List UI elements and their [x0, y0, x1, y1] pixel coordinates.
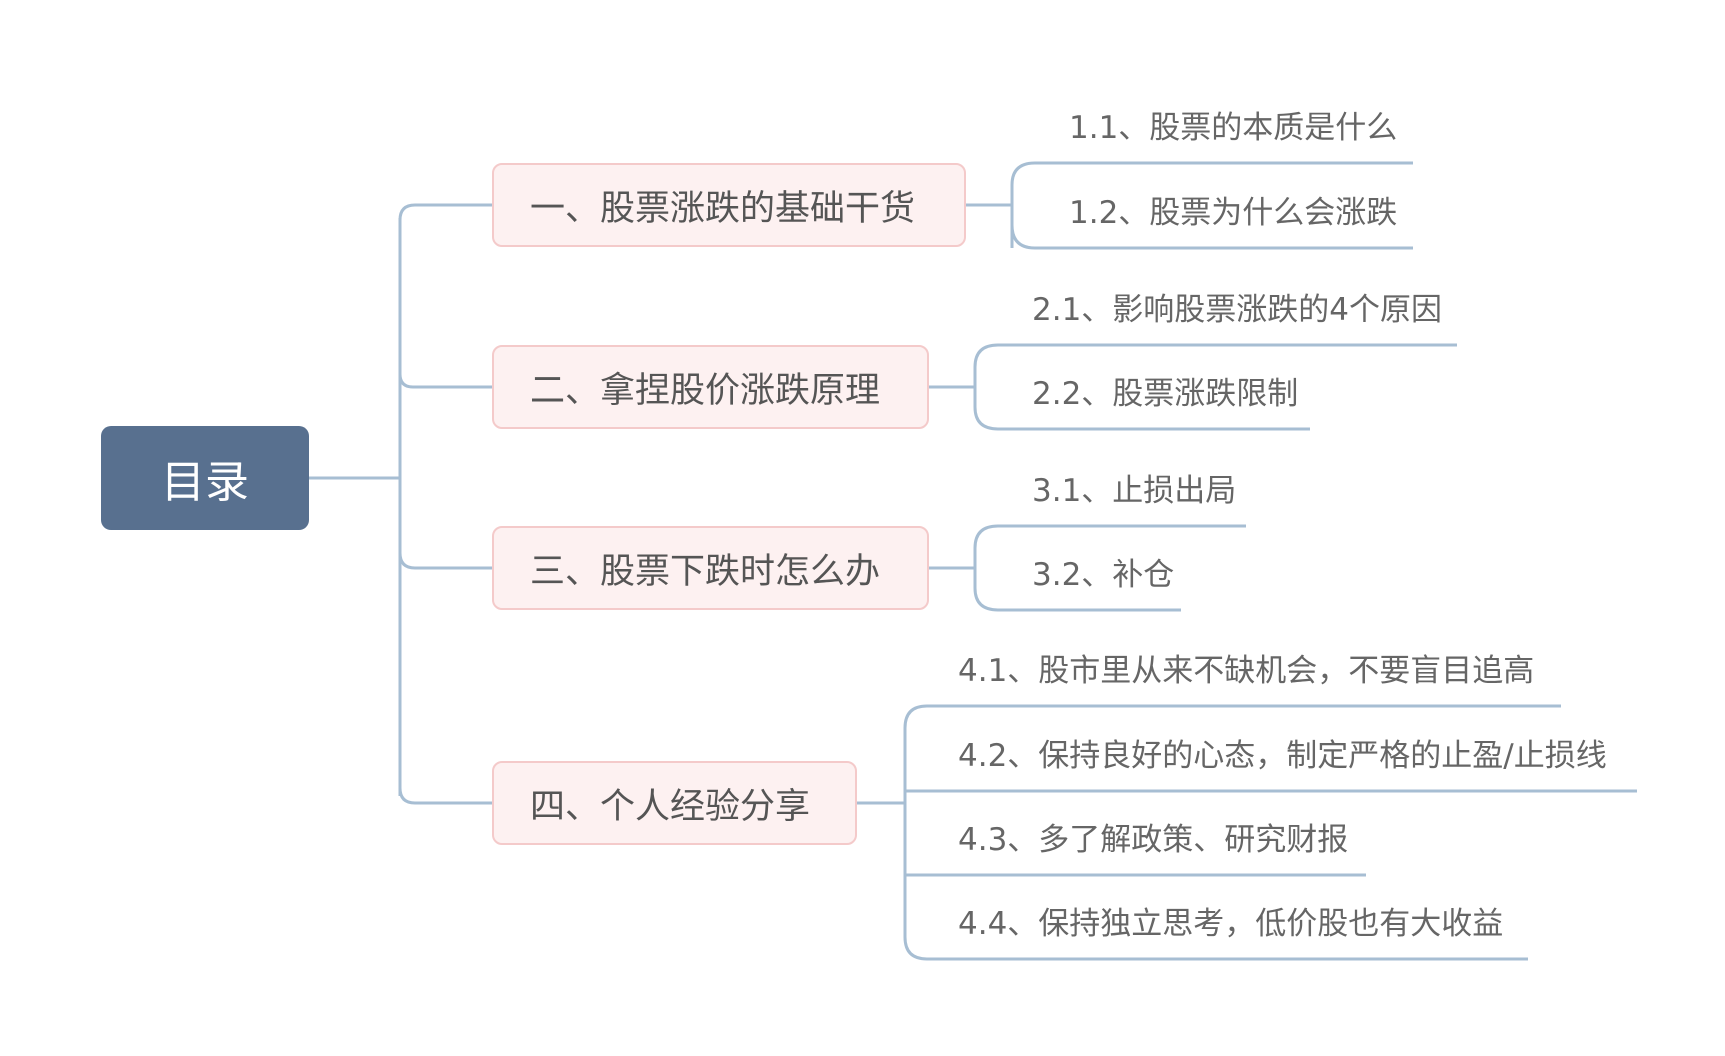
branch-label: 三、股票下跌时怎么办 [530, 551, 881, 592]
branch-node-2[interactable]: 二、拿捏股价涨跌原理 [492, 345, 929, 429]
branch-label: 二、拿捏股价涨跌原理 [530, 370, 881, 411]
branch-label: 一、股票涨跌的基础干货 [530, 188, 916, 229]
branch-node-4[interactable]: 四、个人经验分享 [492, 761, 857, 845]
leaf-node[interactable]: 4.2、保持良好的心态，制定严格的止盈/止损线 [958, 738, 1607, 774]
leaf-node[interactable]: 2.2、股票涨跌限制 [1032, 376, 1299, 412]
leaf-node[interactable]: 4.4、保持独立思考，低价股也有大收益 [958, 906, 1504, 942]
leaf-node[interactable]: 4.3、多了解政策、研究财报 [958, 822, 1349, 858]
leaf-node[interactable]: 1.2、股票为什么会涨跌 [1069, 195, 1398, 231]
branch-node-1[interactable]: 一、股票涨跌的基础干货 [492, 163, 966, 247]
branch-label: 四、个人经验分享 [530, 786, 811, 827]
leaf-node[interactable]: 3.1、止损出局 [1032, 473, 1237, 509]
leaf-node[interactable]: 4.1、股市里从来不缺机会，不要盲目追高 [958, 653, 1535, 689]
root-node[interactable]: 目录 [101, 426, 309, 530]
branch-node-3[interactable]: 三、股票下跌时怎么办 [492, 526, 929, 610]
leaf-node[interactable]: 2.1、影响股票涨跌的4个原因 [1032, 292, 1443, 328]
root-label: 目录 [161, 457, 249, 508]
leaf-node[interactable]: 1.1、股票的本质是什么 [1069, 110, 1398, 146]
leaf-node[interactable]: 3.2、补仓 [1032, 557, 1175, 593]
